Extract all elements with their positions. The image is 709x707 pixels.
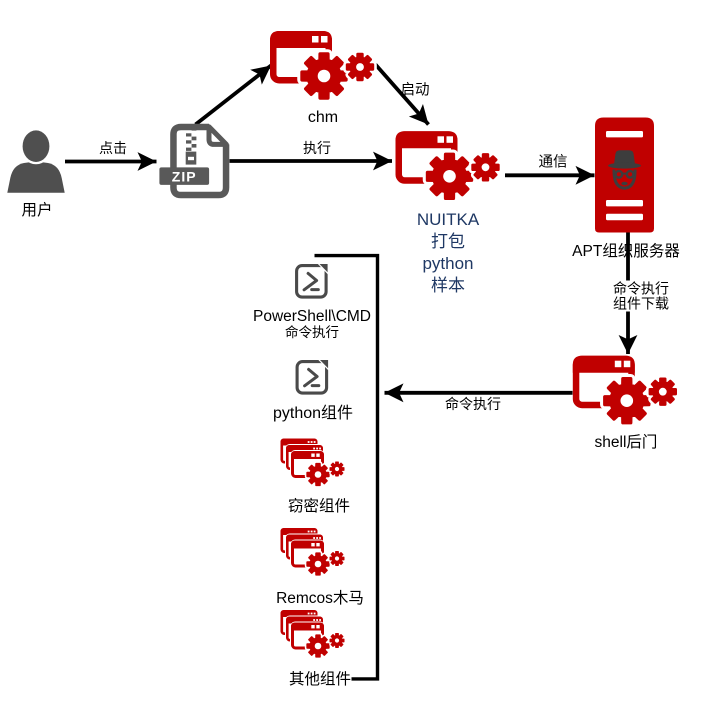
nuitka-label-line4: 样本 xyxy=(431,275,465,295)
nuitka-label-line3: python xyxy=(422,253,474,273)
edge-label-command-execute: 命令执行 xyxy=(445,396,501,412)
chm-icon xyxy=(270,31,373,98)
zip-file-icon: ZIP xyxy=(159,123,230,199)
stealer-component-label: 窃密组件 xyxy=(287,497,351,515)
user-icon xyxy=(7,128,65,193)
spy-icon xyxy=(608,150,641,190)
shell-backdoor-label: shell后门 xyxy=(594,434,658,451)
powershell-cmd-label-line2: 命令执行 xyxy=(284,324,339,340)
user-label: 用户 xyxy=(21,201,53,219)
nuitka-label: NUITKA 打包 python 样本 xyxy=(417,209,479,297)
shell-backdoor-icon xyxy=(573,356,676,423)
components-bracket xyxy=(314,253,380,681)
edge-label-command-download-line2: 组件下载 xyxy=(613,295,669,312)
other-components-label: 其他组件 xyxy=(288,670,352,688)
edge-label-communicate: 通信 xyxy=(538,154,568,171)
stealer-component-icon xyxy=(281,439,344,486)
edge-zip-chm xyxy=(194,64,273,126)
python-component-icon xyxy=(295,357,332,395)
apt-server-icon xyxy=(595,117,654,233)
remcos-trojan-icon xyxy=(281,528,344,575)
nuitka-label-line1: NUITKA xyxy=(416,209,480,229)
nuitka-icon xyxy=(396,131,499,198)
zipper xyxy=(185,126,197,165)
remcos-trojan-label: Remcos木马 xyxy=(276,589,364,607)
powershell-cmd-icon xyxy=(295,261,331,299)
edge-chm-nuitka xyxy=(374,63,430,126)
edge-label-command-download-line1: 命令执行 xyxy=(613,280,669,297)
powershell-cmd-label: PowerShell\CMD 命令执行 xyxy=(253,309,371,341)
apt-server-label: APT组织服务器 xyxy=(572,242,680,260)
python-component-label: python组件 xyxy=(272,404,354,422)
nuitka-label-line2: 打包 xyxy=(431,231,465,251)
other-components-icon xyxy=(281,610,344,657)
edge-label-launch: 启动 xyxy=(400,82,430,98)
powershell-cmd-label-line1: PowerShell\CMD xyxy=(252,308,372,325)
chm-label: chm xyxy=(307,108,339,126)
zip-badge-text: ZIP xyxy=(172,168,197,184)
edge-label-click: 点击 xyxy=(99,139,127,156)
edge-label-execute: 执行 xyxy=(303,139,331,156)
edge-label-command-download: 命令执行 组件下载 xyxy=(610,280,672,312)
